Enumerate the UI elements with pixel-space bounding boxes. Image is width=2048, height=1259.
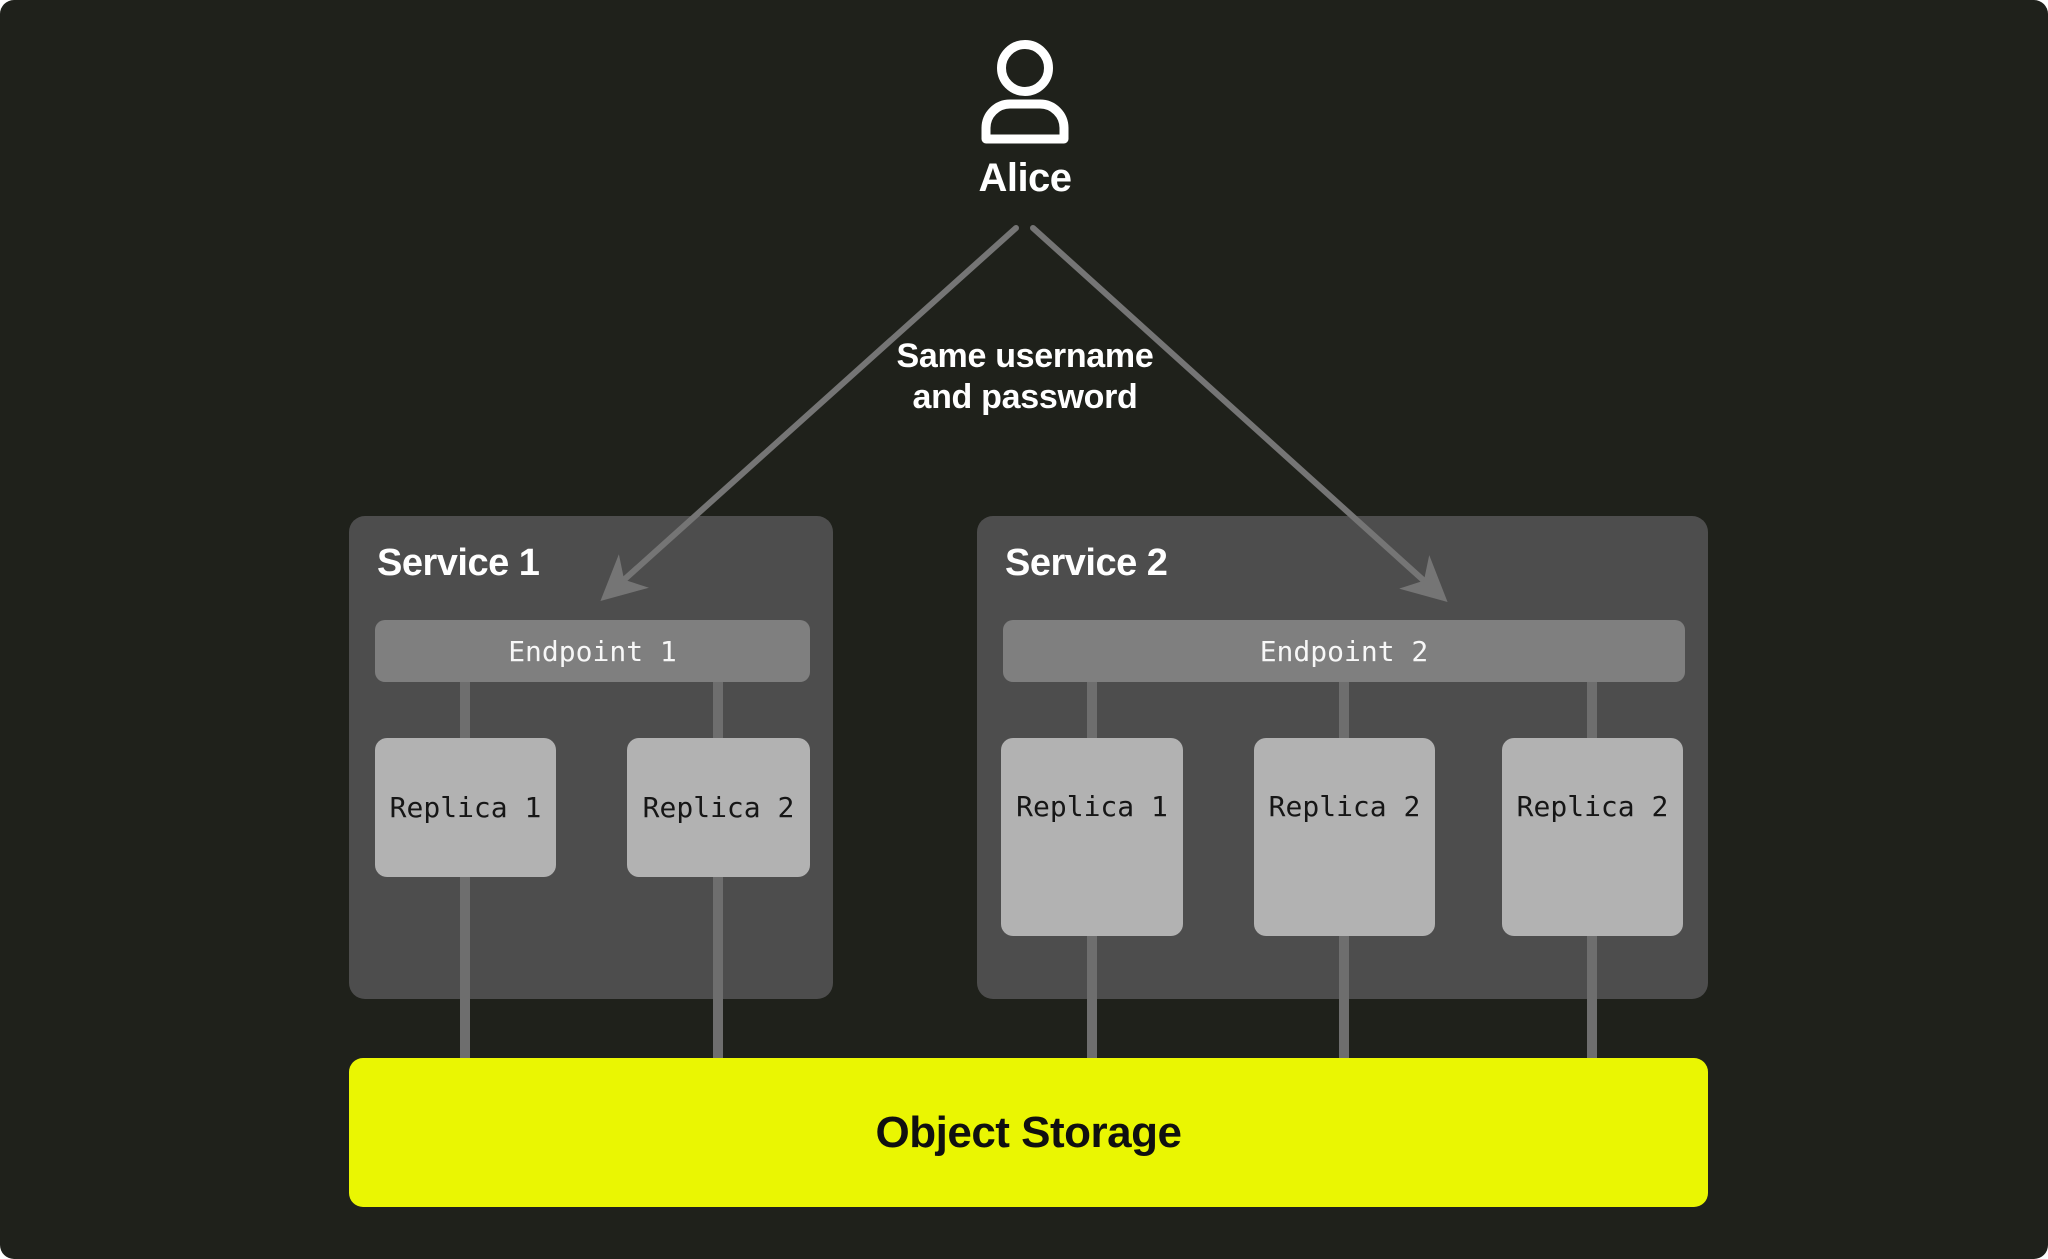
user-icon	[981, 40, 1069, 144]
user-name-label: Alice	[978, 156, 1072, 200]
service-2-endpoint: Endpoint 2	[1003, 620, 1685, 682]
service-1-replica-1: Replica 1	[375, 738, 556, 877]
service-2-replica-1: Replica 1	[1001, 738, 1183, 936]
service-1-replica-2: Replica 2	[627, 738, 810, 877]
service-1-endpoint: Endpoint 1	[375, 620, 810, 682]
service-2-replica-3: Replica 2	[1502, 738, 1683, 936]
service-2-box: Service 2 Endpoint 2 Replica 1 Replica 2…	[977, 516, 1708, 999]
service-1-box: Service 1 Endpoint 1 Replica 1 Replica 2	[349, 516, 833, 999]
annotation-line-2: and password	[912, 378, 1138, 417]
service-2-title: Service 2	[1005, 542, 1168, 584]
service-2-replica-2: Replica 2	[1254, 738, 1435, 936]
object-storage-bar: Object Storage	[349, 1058, 1708, 1207]
arrow-annotation: Same username and password	[825, 336, 1225, 419]
service-1-title: Service 1	[377, 542, 540, 584]
object-storage-label: Object Storage	[875, 1107, 1182, 1157]
user-alice: Alice	[925, 40, 1125, 201]
annotation-line-1: Same username	[896, 337, 1154, 375]
